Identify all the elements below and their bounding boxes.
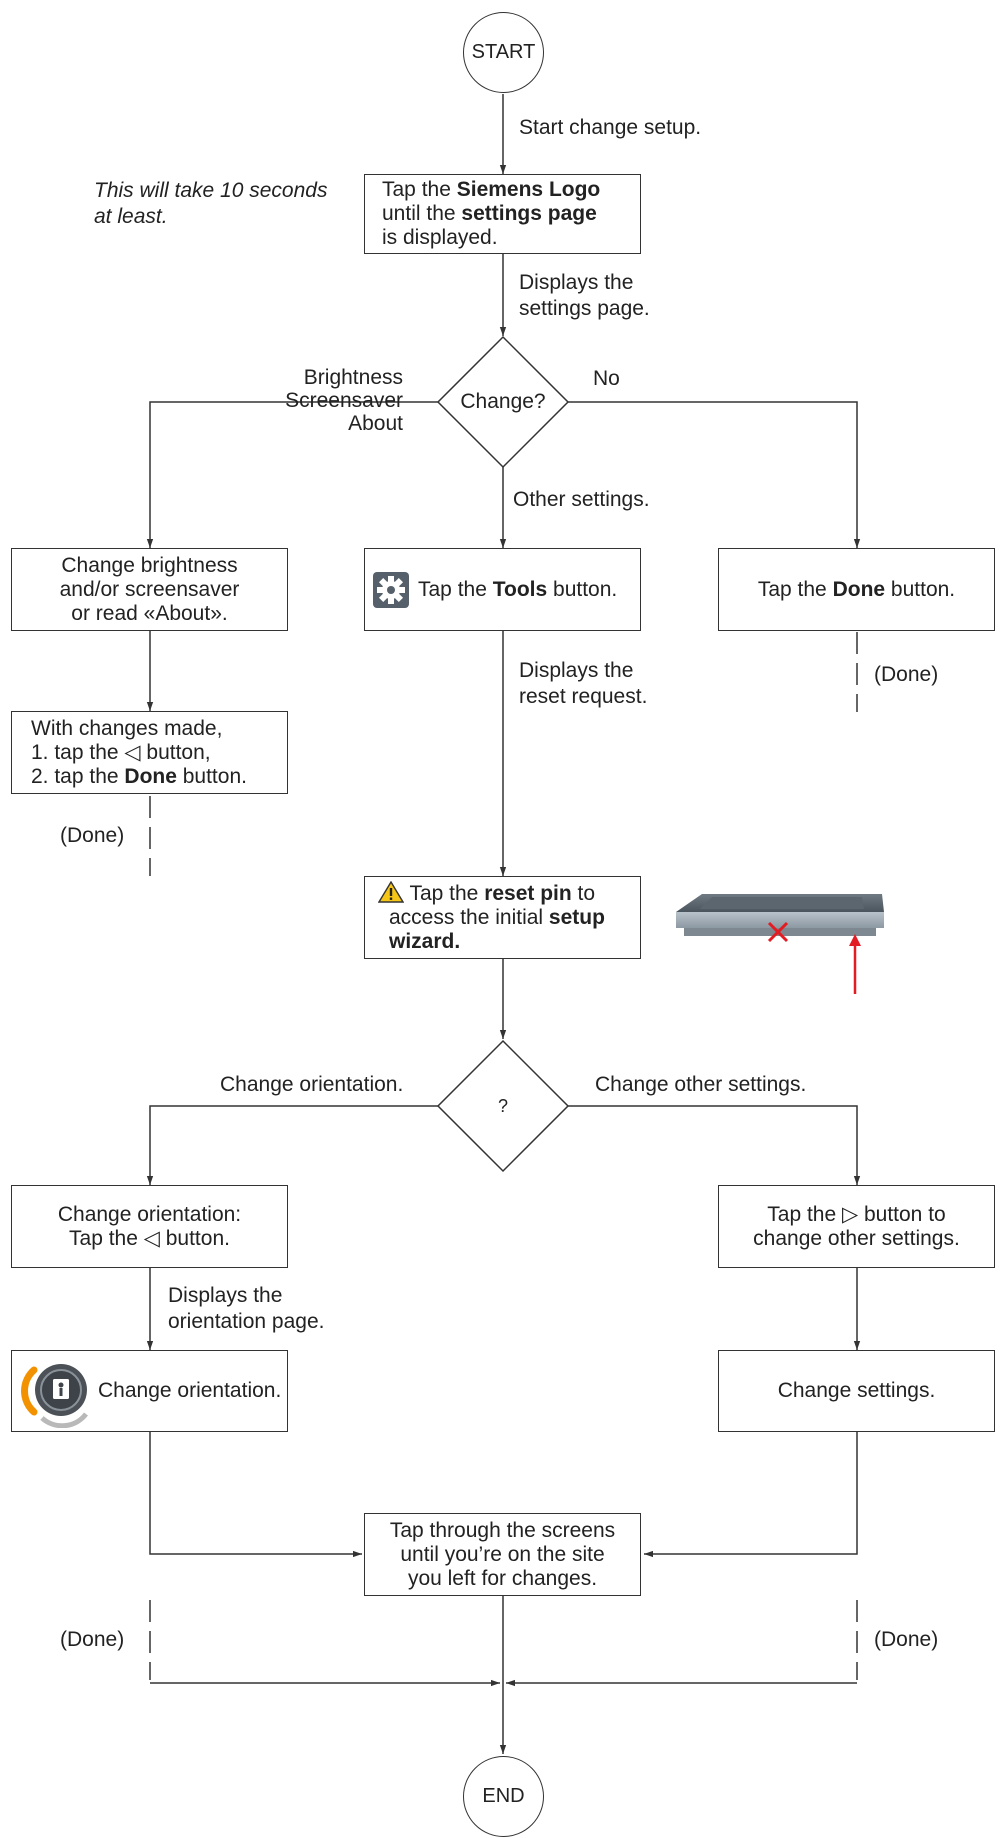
orientation-icon (20, 1354, 96, 1429)
change-orientation-tap-box: Change orientation: Tap the ◁ button. (11, 1185, 288, 1268)
displays-reset-label: Displays the reset request. (519, 659, 648, 708)
decision-2: ? (497, 1095, 508, 1116)
connector (146, 401, 412, 548)
branch-no-label: No (593, 367, 620, 390)
gear-icon (373, 571, 409, 608)
decision-change: Change? (460, 390, 546, 413)
done-right-box: Tap the Done button. (718, 548, 995, 631)
branch-left-label: Brightness Screensaver About (285, 366, 403, 435)
tools-box: Tap the Tools button. (364, 548, 641, 631)
device-image (672, 890, 888, 1000)
done-label: (Done) (874, 1628, 939, 1651)
end-node: END (463, 1756, 544, 1837)
start-node: START (463, 12, 544, 93)
tap-through-box: Tap through the screens until you’re on … (364, 1513, 641, 1596)
tap-logo-box: Tap the Siemens Logo until the settings … (364, 174, 641, 254)
connector (149, 1432, 362, 1558)
branch-orientation-label: Change orientation. (220, 1073, 404, 1096)
reset-pin-box: Tap the reset pin to access the initial … (364, 876, 641, 959)
change-orientation-box: Change orientation. (11, 1350, 288, 1432)
connector (146, 1105, 438, 1185)
displays-settings-label: Displays the settings page. (519, 271, 650, 320)
change-settings-box: Change settings. (718, 1350, 995, 1432)
branch-other-settings-label: Change other settings. (595, 1073, 807, 1096)
warning-icon (377, 880, 405, 903)
duration-note: This will take 10 seconds at least. (94, 179, 328, 228)
decision-diamond (436, 1039, 570, 1173)
brightness-box: Change brightness and/or screensaver or … (11, 548, 288, 631)
other-settings-box: Tap the ▷ button to change other setting… (718, 1185, 995, 1268)
branch-other-label: Other settings. (513, 488, 650, 511)
done-label: (Done) (60, 824, 125, 847)
connector (568, 401, 861, 548)
displays-orientation-label: Displays the orientation page. (168, 1284, 325, 1333)
done-label: (Done) (60, 1628, 125, 1651)
connector (568, 1105, 861, 1185)
connector (644, 1432, 858, 1558)
done-label: (Done) (874, 663, 939, 686)
start-change-label: Start change setup. (519, 116, 702, 139)
changes-made-box: With changes made, 1. tap the ◁ button, … (11, 711, 288, 794)
